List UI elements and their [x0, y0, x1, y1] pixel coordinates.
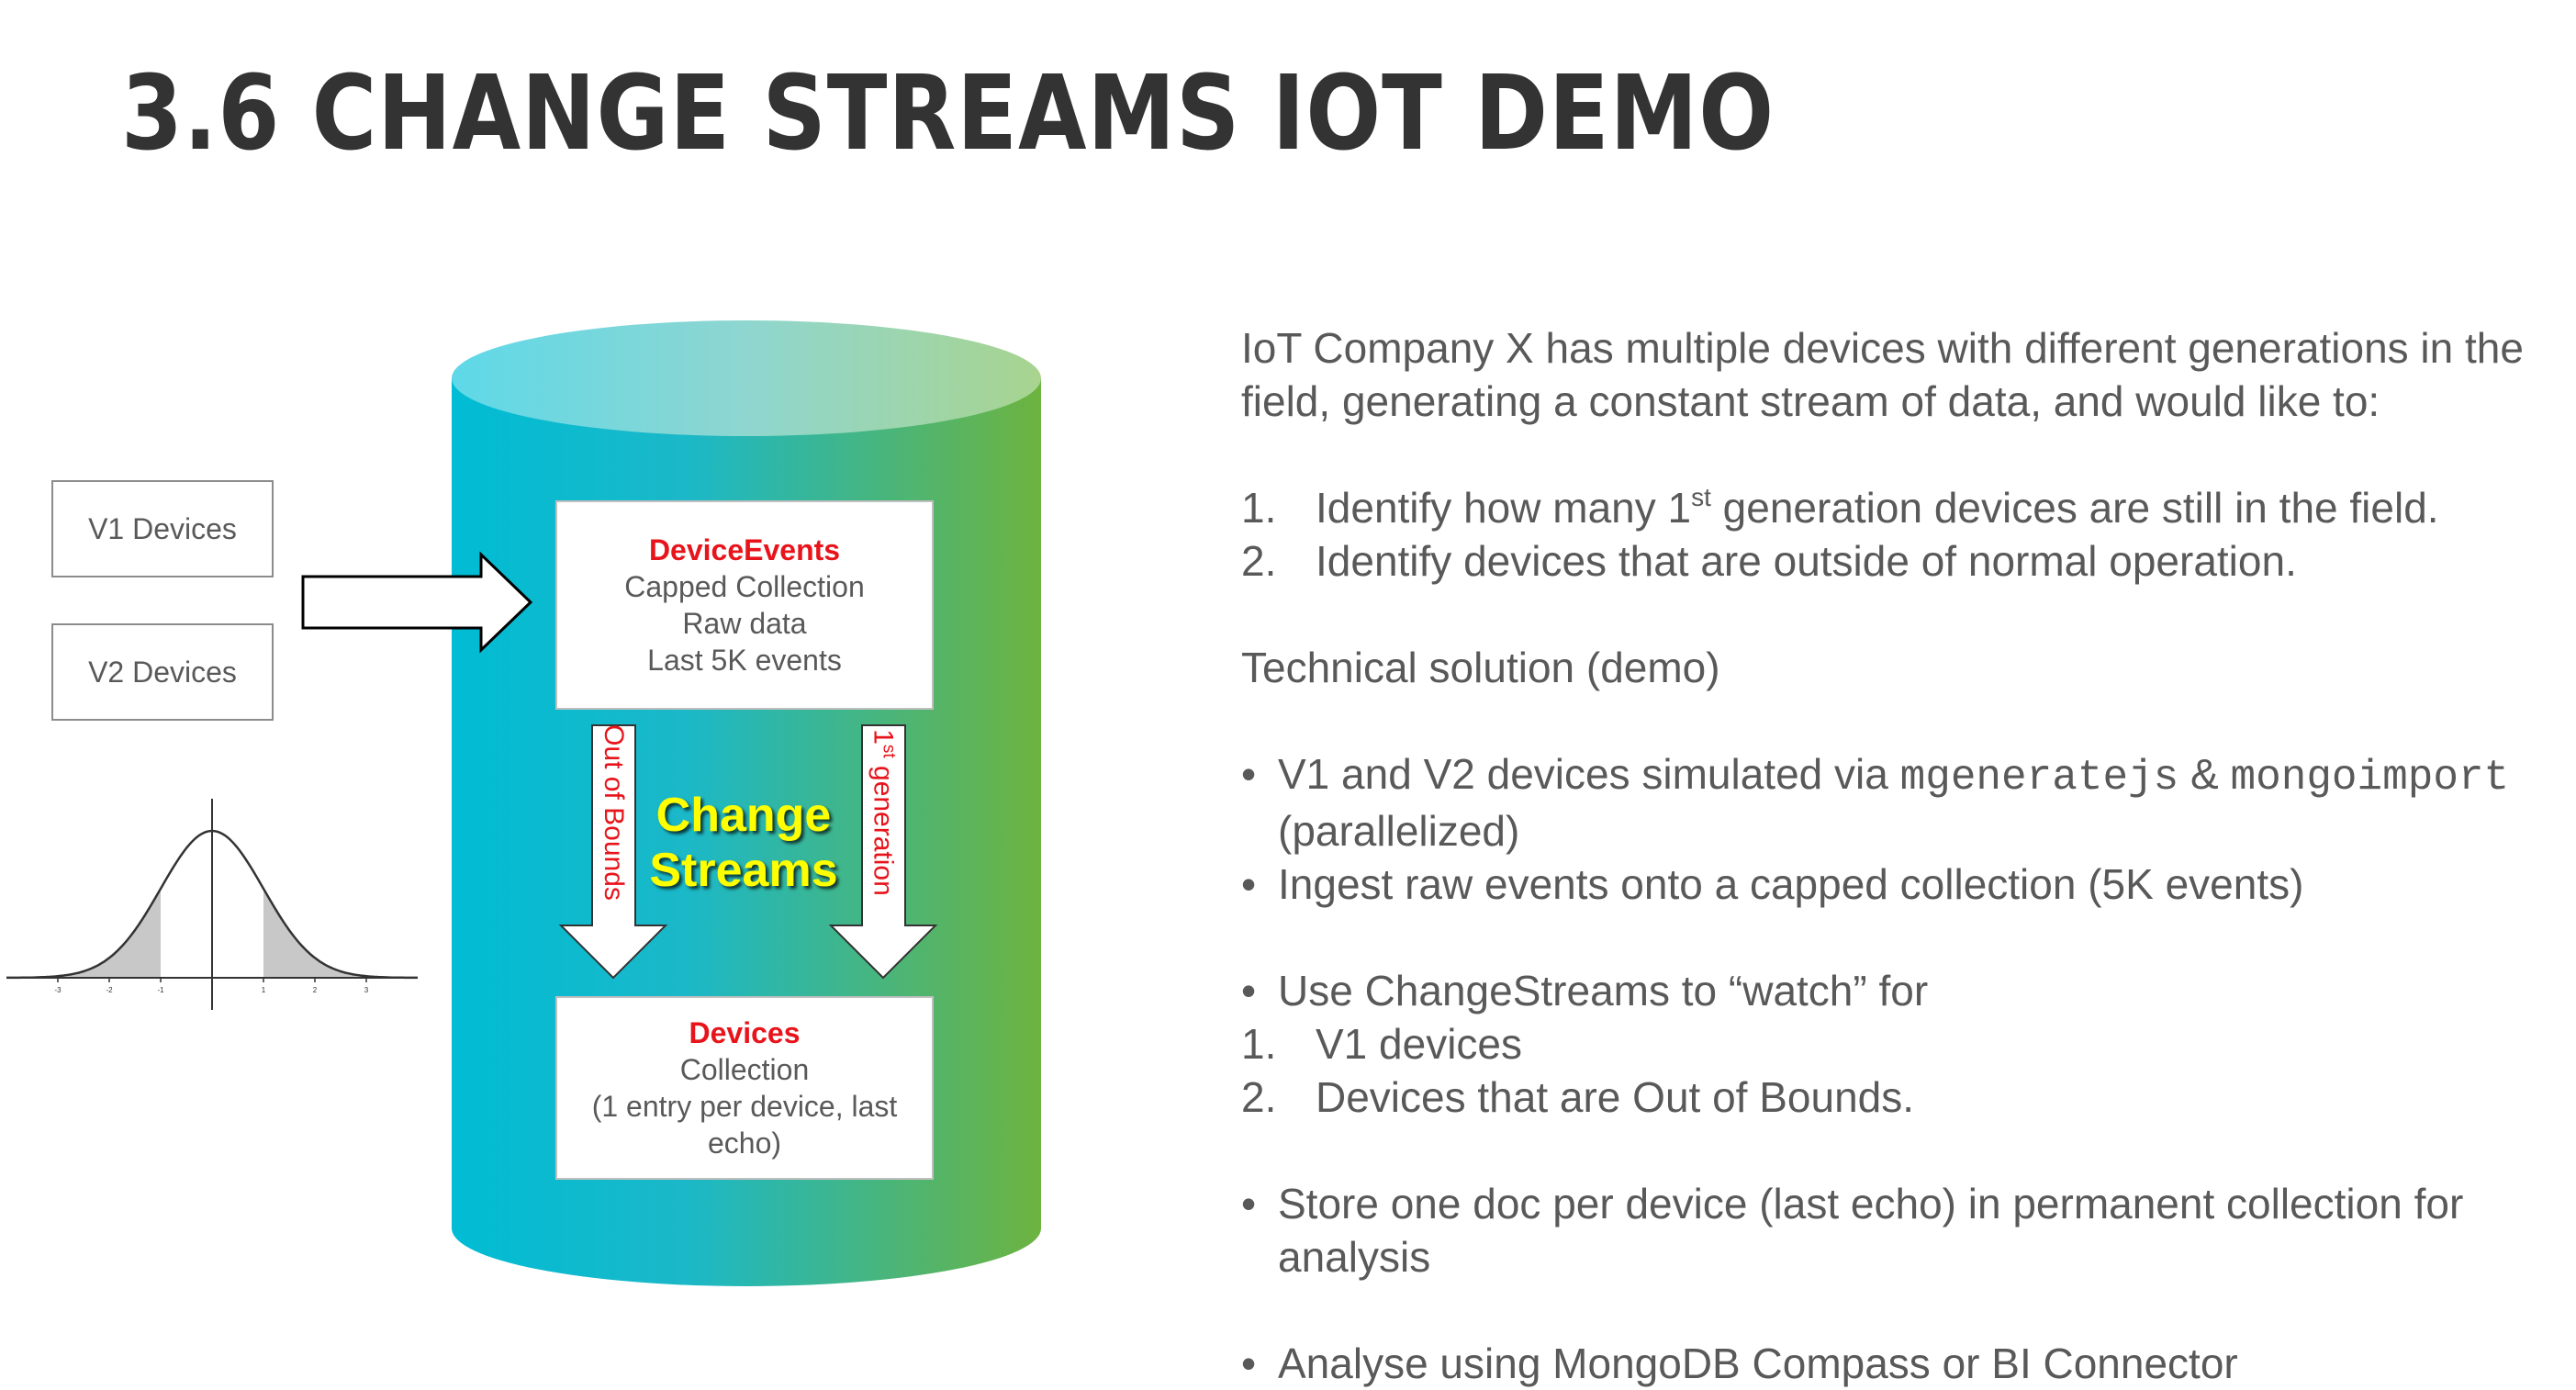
change-streams-line-2: Streams — [649, 844, 838, 897]
device-events-line-3: Last 5K events — [647, 644, 842, 677]
bullet-store: • Store one doc per device (last echo) i… — [1241, 1177, 2545, 1284]
watch-number-2: 2. — [1241, 1073, 1277, 1121]
bell-curve-tick-label: 2 — [313, 986, 318, 994]
b1-code-mongoimport: mongoimport — [2230, 754, 2510, 801]
devices-line-3: echo) — [707, 1127, 782, 1160]
bullet-icon: • — [1241, 1180, 1257, 1227]
watch-number-1: 1. — [1241, 1020, 1277, 1068]
bullet-icon: • — [1241, 967, 1257, 1014]
watch-item-2: 2. Devices that are Out of Bounds. — [1241, 1071, 2545, 1124]
bullet-store-text: Store one doc per device (last echo) in … — [1278, 1180, 2464, 1281]
b1-code-mgeneratejs: mgeneratejs — [1899, 754, 2179, 801]
v1-devices-box: V1 Devices — [51, 480, 274, 577]
v2-devices-box: V2 Devices — [51, 623, 274, 721]
bullet-icon: • — [1241, 860, 1257, 908]
goal-item-1: 1. Identify how many 1st generation devi… — [1241, 481, 2545, 534]
watch-text-1: V1 devices — [1316, 1020, 1523, 1068]
goal-text-1-sup: st — [1691, 483, 1711, 511]
b1-post: (parallelized) — [1278, 807, 1520, 855]
out-of-bounds-arrow — [558, 724, 668, 980]
bell-curve-line — [6, 829, 418, 980]
b1-pre: V1 and V2 devices simulated via — [1278, 750, 1900, 798]
solution-heading: Technical solution (demo) — [1241, 644, 1720, 691]
first-generation-label: 1st generation — [868, 729, 899, 896]
page-title: 3.6 CHANGE STREAMS IOT DEMO — [121, 54, 1775, 174]
device-events-line-1: Capped Collection — [624, 570, 865, 603]
device-events-line-2: Raw data — [682, 607, 807, 640]
devices-line-2: (1 entry per device, last — [591, 1090, 898, 1123]
first-generation-arrow — [828, 724, 938, 980]
watch-item-1: 1. V1 devices — [1241, 1017, 2545, 1071]
devices-line-1: Collection — [679, 1053, 810, 1086]
bullet-ingest-text: Ingest raw events onto a capped collecti… — [1278, 860, 2304, 908]
first-generation-sup: st — [879, 744, 899, 758]
change-streams-label: Change Streams — [633, 788, 854, 898]
watch-text-2: Devices that are Out of Bounds. — [1316, 1073, 1915, 1121]
goal-item-2: 2. Identify devices that are outside of … — [1241, 534, 2545, 588]
input-arrow — [301, 551, 533, 654]
cylinder-top — [452, 320, 1041, 436]
device-events-title: DeviceEvents — [648, 533, 841, 566]
v1-devices-label: V1 Devices — [88, 511, 237, 545]
bell-curve-tick-label: 3 — [364, 986, 369, 994]
watch-heading: Use ChangeStreams to “watch” for — [1278, 967, 1929, 1014]
bullet-watch: • Use ChangeStreams to “watch” for — [1241, 964, 2545, 1017]
bullet-simulation-text: V1 and V2 devices simulated via mgenerat… — [1278, 747, 2545, 858]
bell-curve-tick-label: 1 — [262, 986, 266, 994]
change-streams-line-1: Change — [655, 789, 832, 842]
v2-devices-label: V2 Devices — [88, 655, 237, 689]
bell-curve-tick-label: -1 — [157, 986, 164, 994]
bell-curve-tail-right — [263, 889, 418, 978]
goal-text-2: Identify devices that are outside of nor… — [1316, 537, 2297, 585]
b1-mid: & — [2178, 750, 2231, 798]
goal-number-2: 2. — [1241, 537, 1277, 585]
goal-text-1: Identify how many 1st generation devices… — [1316, 481, 2439, 534]
bullet-analyse-text: Analyse using MongoDB Compass or BI Conn… — [1278, 1340, 2238, 1387]
bullet-simulation: • V1 and V2 devices simulated via mgener… — [1241, 747, 2545, 858]
goal-number-1: 1. — [1241, 484, 1277, 532]
goal-text-1-post: generation devices are still in the fiel… — [1710, 484, 2439, 532]
devices-collection-box: Devices Collection (1 entry per device, … — [555, 996, 934, 1180]
bullet-icon: • — [1241, 750, 1257, 798]
devices-title: Devices — [689, 1016, 801, 1049]
bell-curve-tick-label: -3 — [54, 986, 62, 994]
description-panel: IoT Company X has multiple devices with … — [1241, 321, 2545, 1390]
bullet-icon: • — [1241, 1340, 1257, 1387]
bell-curve: -3 -2 -1 1 2 3 — [6, 799, 418, 1010]
bell-curve-tail-left — [6, 889, 161, 978]
device-events-collection-box: DeviceEvents Capped Collection Raw data … — [555, 500, 934, 710]
bullet-analyse: • Analyse using MongoDB Compass or BI Co… — [1241, 1337, 2545, 1390]
bullet-ingest: • Ingest raw events onto a capped collec… — [1241, 858, 2545, 911]
first-generation-prefix: 1 — [868, 729, 899, 745]
first-generation-suffix: generation — [868, 757, 899, 896]
out-of-bounds-label: Out of Bounds — [599, 724, 629, 901]
bell-curve-tick-label: -2 — [106, 986, 113, 994]
goal-text-1-pre: Identify how many 1 — [1316, 484, 1692, 532]
intro-text: IoT Company X has multiple devices with … — [1241, 324, 2524, 425]
